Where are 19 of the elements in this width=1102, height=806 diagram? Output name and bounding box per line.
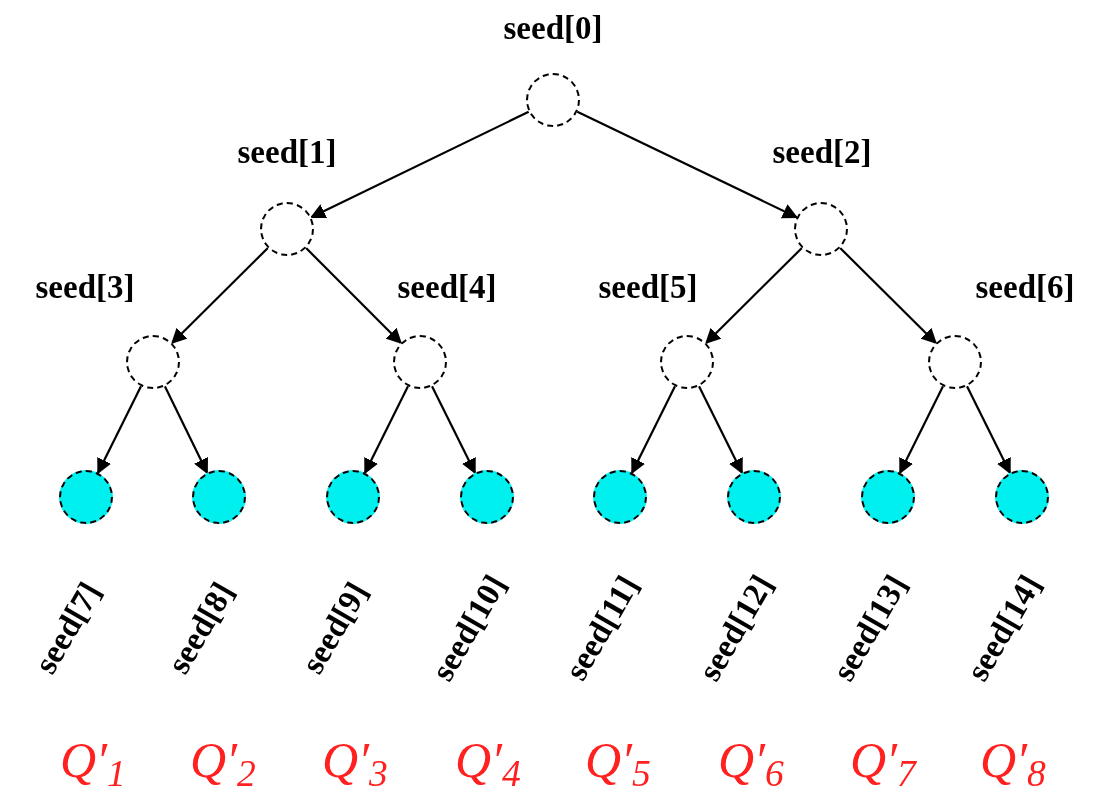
output-label: Q′$_{5}$ [585, 735, 651, 785]
output-label: Q′$_{2}$ [190, 735, 256, 785]
arrow [705, 247, 803, 345]
output-label: Q′$_{1}$ [60, 735, 126, 785]
node-label: seed[5] [598, 270, 698, 304]
output-label: Q′$_{4}$ [455, 735, 521, 785]
node-label: seed[3] [35, 270, 135, 304]
output-label: Q′$_{3}$ [322, 735, 388, 785]
arrow [171, 247, 269, 345]
node-label: seed[1] [237, 135, 337, 169]
arrow [305, 247, 402, 344]
node-label: seed[0] [503, 11, 603, 45]
node-label: seed[6] [975, 270, 1075, 304]
output-label: Q′$_{8}$ [980, 735, 1046, 785]
output-label: Q′$_{7}$ [850, 735, 916, 785]
node-label: seed[2] [772, 135, 872, 169]
node-label: seed[4] [397, 270, 497, 304]
output-label: Q′$_{6}$ [718, 735, 784, 785]
arrow [839, 247, 937, 345]
